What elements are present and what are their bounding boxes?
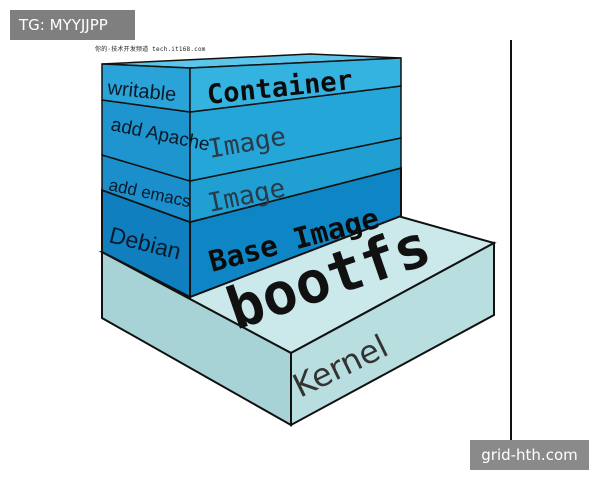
- kernel-front-face: [290, 241, 495, 427]
- container-front-face: [189, 57, 402, 113]
- watermark-label: grid-hth.com: [470, 440, 589, 470]
- frame-divider: [510, 40, 512, 440]
- apache-image-layer: add Apache Image: [101, 85, 402, 183]
- source-caption: 你的·技术开发频道 tech.it168.com: [95, 46, 206, 53]
- channel-tag-label: TG: MYYJJPP: [10, 10, 135, 40]
- container-layer: writable Container: [101, 53, 402, 113]
